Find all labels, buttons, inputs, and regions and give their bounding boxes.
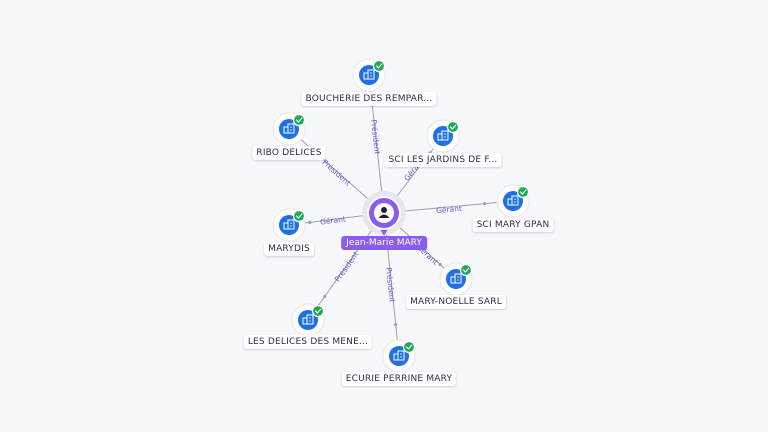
building-icon: [393, 350, 405, 361]
building-icon: [507, 195, 519, 206]
company-label-delices-mene[interactable]: LES DELICES DES MENE...: [243, 335, 373, 349]
verified-check-icon: [459, 263, 473, 277]
verified-check-icon: [516, 185, 530, 199]
edge-label-boucherie: Président: [369, 119, 382, 155]
company-label-marydis[interactable]: MARYDIS: [264, 242, 314, 256]
verified-check-icon: [292, 113, 306, 127]
verified-check-icon: [292, 209, 306, 223]
edge-arrow-ecurie: [394, 322, 398, 327]
company-label-ecurie[interactable]: ECURIE PERRINE MARY: [341, 372, 457, 386]
edge-arrow-sci-gpan: [483, 202, 487, 206]
edge-arrow-delices-mene: [323, 294, 327, 299]
person-node[interactable]: [362, 191, 406, 236]
company-label-sci-jardins[interactable]: SCI LES JARDINS DE F...: [384, 153, 502, 167]
company-node-mary-noelle[interactable]: [439, 262, 473, 296]
company-label-ribo[interactable]: RIBO DELICES: [252, 146, 326, 160]
company-label-boucherie[interactable]: BOUCHERIE DES REMPAR...: [301, 92, 437, 106]
verified-check-icon: [402, 340, 416, 354]
person-name-label[interactable]: Jean-Marie MARY: [341, 236, 427, 250]
building-icon: [437, 130, 449, 141]
company-label-sci-gpan[interactable]: SCI MARY GPAN: [472, 218, 554, 232]
company-label-mary-noelle[interactable]: MARY-NOELLE SARL: [406, 295, 506, 309]
company-node-sci-gpan[interactable]: [496, 184, 530, 218]
edge-label-ribo: Président: [320, 158, 352, 188]
company-node-delices-mene[interactable]: [291, 303, 325, 337]
building-icon: [283, 219, 295, 230]
edge-label-marydis: Gérant: [320, 214, 347, 226]
edge-label-delices-mene: Président: [333, 250, 361, 284]
company-node-marydis[interactable]: [272, 208, 306, 242]
building-icon: [302, 314, 314, 325]
company-node-ribo[interactable]: [272, 112, 306, 146]
company-node-ecurie[interactable]: [382, 339, 416, 373]
verified-check-icon: [311, 304, 325, 318]
company-node-sci-jardins[interactable]: [426, 119, 460, 153]
edge-arrow-marydis: [308, 220, 312, 224]
verified-check-icon: [372, 59, 386, 73]
building-icon: [363, 69, 375, 80]
building-icon: [283, 123, 295, 134]
nodes-layer: [272, 58, 530, 373]
building-icon: [450, 273, 462, 284]
edge-label-ecurie: Président: [384, 267, 397, 303]
person-icon: [378, 207, 390, 218]
company-node-boucherie[interactable]: [352, 58, 386, 92]
verified-check-icon: [446, 120, 460, 134]
edge-arrow-mary-noelle: [438, 262, 442, 267]
edge-label-sci-gpan: Gérant: [436, 204, 463, 215]
